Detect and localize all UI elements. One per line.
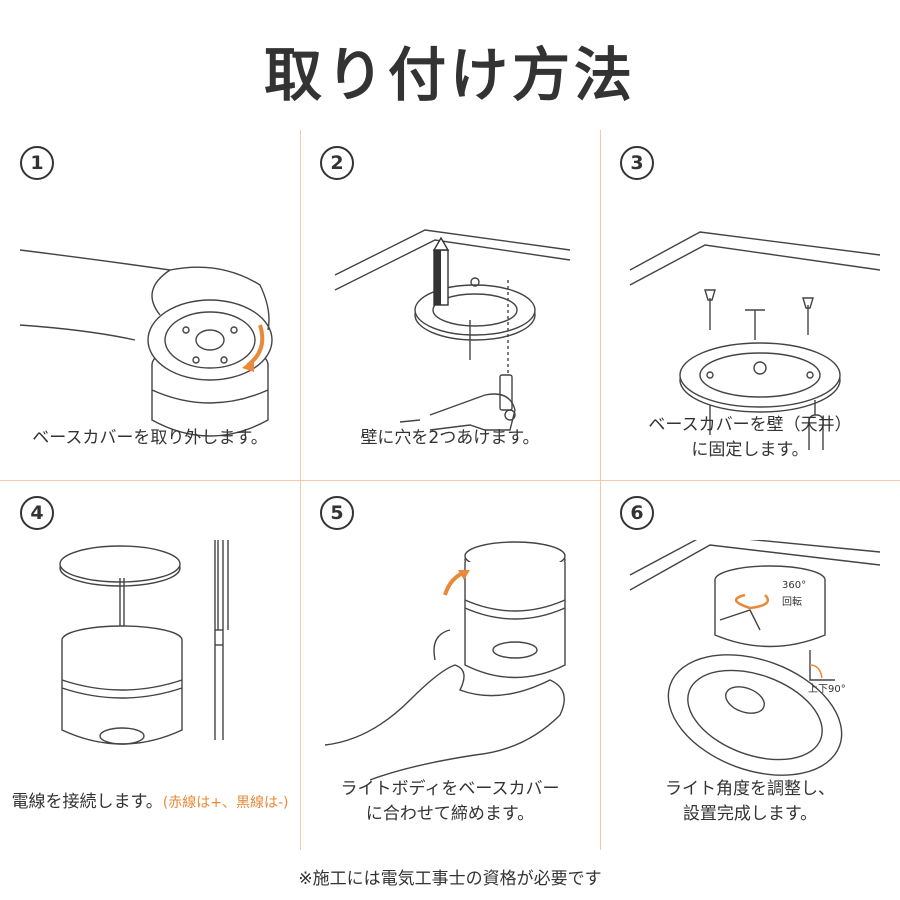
step-caption: ベースカバーを壁（天井） (648, 415, 852, 435)
step-caption: ライト角度を調整し、 (665, 779, 835, 799)
step-number: 2 (320, 146, 354, 180)
step-5: 5 ライトボディをベースカバー に合わせて締めます。 (300, 480, 600, 830)
rotate-label: 回転 (782, 597, 802, 608)
step-4: 4 電線を接続します。(赤線は+、黒線は-) (0, 480, 300, 830)
step-number: 3 (620, 146, 654, 180)
illustration-adjust-angle (629, 540, 881, 776)
illustration-remove-cover (19, 249, 273, 437)
illustration-fix-cover (629, 231, 881, 450)
step-caption: ベースカバーを取り外します。 (32, 428, 268, 448)
step-caption: 電線を接続します。(赤線は+、黒線は-) (0, 790, 300, 816)
step-6: 6 360° 回転 上下90° ライト角度を調整し、 設置完成します。 (600, 480, 900, 830)
step-caption: 壁に穴を2つあけます。 (360, 428, 540, 448)
tilt-label: 上下90° (808, 684, 846, 695)
step-number: 6 (620, 496, 654, 530)
rotate-label: 360° (782, 580, 807, 591)
footer-note: ※施工には電気工事士の資格が必要です (298, 869, 602, 889)
step-caption: に固定します。 (691, 440, 809, 460)
step-1: 1 ベースカバーを取り外します。 (0, 130, 300, 480)
step-2: 2 壁に穴を2つあけます。 (300, 130, 600, 480)
step-3: 3 ベースカバーを壁（天井） に固定します。 (600, 130, 900, 480)
step-number: 1 (20, 146, 54, 180)
wire-color-note: (赤線は+、黒線は-) (162, 795, 289, 811)
divider-vertical (300, 130, 301, 850)
step-number: 5 (320, 496, 354, 530)
divider-vertical (600, 130, 601, 850)
illustration-attach-body (324, 541, 566, 781)
page-title: 取り付け方法 (263, 41, 636, 109)
caption-text: 電線を接続します。 (11, 792, 163, 812)
illustration-drill-holes (334, 229, 571, 431)
illustration-connect-wires (59, 540, 229, 745)
step-number: 4 (20, 496, 54, 530)
step-caption: 設置完成します。 (682, 804, 818, 824)
step-caption: に合わせて締めます。 (365, 804, 535, 824)
step-caption: ライトボディをベースカバー (340, 779, 560, 799)
divider-horizontal (0, 480, 900, 481)
